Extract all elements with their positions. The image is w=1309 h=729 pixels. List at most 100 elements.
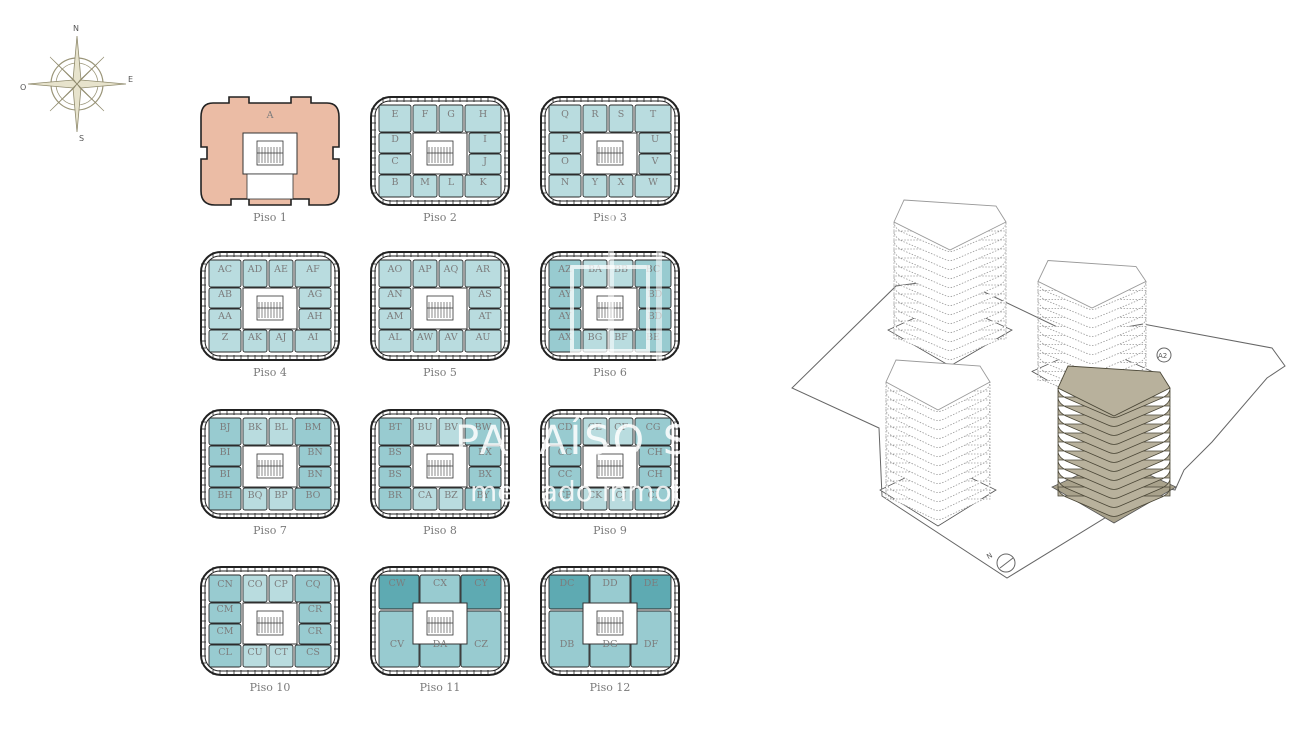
- unit-label[interactable]: A: [266, 110, 274, 121]
- unit-label[interactable]: V: [651, 156, 659, 167]
- tower-marker[interactable]: [1156, 347, 1172, 363]
- unit-cell[interactable]: [242, 329, 268, 353]
- unit-label[interactable]: DE: [643, 578, 659, 589]
- unit-cell[interactable]: [464, 487, 502, 511]
- unit-label[interactable]: U: [650, 134, 659, 145]
- unit-cell[interactable]: [548, 132, 582, 154]
- unit-label[interactable]: DG: [602, 639, 618, 650]
- unit-cell[interactable]: [208, 259, 242, 288]
- unit-label[interactable]: AO: [387, 264, 403, 275]
- unit-label[interactable]: AJ: [275, 332, 287, 343]
- unit-cell[interactable]: [242, 644, 268, 668]
- unit-label[interactable]: X: [617, 177, 625, 188]
- unit-label[interactable]: CN: [217, 579, 233, 590]
- unit-cell[interactable]: [634, 174, 672, 198]
- unit-cell[interactable]: [268, 644, 294, 668]
- unit-label[interactable]: BN: [307, 447, 323, 458]
- unit-label[interactable]: R: [591, 109, 599, 120]
- unit-label[interactable]: CV: [389, 639, 405, 650]
- unit-label[interactable]: I: [483, 134, 487, 145]
- unit-label[interactable]: AM: [386, 311, 404, 322]
- unit-cell[interactable]: [294, 329, 332, 353]
- unit-cell[interactable]: [378, 287, 412, 309]
- unit-cell[interactable]: [294, 644, 332, 668]
- unit-label[interactable]: B: [391, 177, 399, 188]
- unit-cell[interactable]: [268, 259, 294, 288]
- unit-label[interactable]: J: [483, 156, 487, 167]
- building-a2-highlighted[interactable]: [1051, 365, 1177, 524]
- unit-label[interactable]: CB: [557, 490, 573, 501]
- unit-cell[interactable]: [608, 174, 634, 198]
- unit-label[interactable]: AZ: [558, 264, 572, 275]
- unit-cell[interactable]: [464, 174, 502, 198]
- unit-label[interactable]: BQ: [247, 490, 263, 501]
- unit-cell[interactable]: [548, 174, 582, 198]
- unit-label[interactable]: Q: [561, 109, 569, 120]
- unit-label[interactable]: BZ: [444, 490, 458, 501]
- unit-label[interactable]: BY: [476, 490, 490, 501]
- unit-cell[interactable]: [464, 259, 502, 288]
- unit-cell[interactable]: [298, 308, 332, 330]
- unit-cell[interactable]: [548, 417, 582, 446]
- unit-cell[interactable]: [242, 487, 268, 511]
- unit-cell[interactable]: [378, 174, 412, 198]
- unit-cell[interactable]: [582, 174, 608, 198]
- unit-label[interactable]: H: [478, 109, 488, 120]
- unit-cell[interactable]: [242, 259, 268, 288]
- unit-cell[interactable]: [208, 287, 242, 309]
- unit-cell[interactable]: [638, 132, 672, 154]
- unit-label[interactable]: CK: [587, 490, 603, 501]
- unit-label[interactable]: CX: [432, 578, 448, 589]
- unit-label[interactable]: CC: [557, 447, 573, 458]
- unit-cell[interactable]: [438, 329, 464, 353]
- unit-label[interactable]: CH: [647, 447, 663, 458]
- unit-cell[interactable]: [378, 445, 412, 467]
- unit-label[interactable]: BS: [388, 469, 402, 480]
- unit-cell[interactable]: [438, 104, 464, 133]
- unit-cell[interactable]: [208, 623, 242, 645]
- unit-label[interactable]: BC: [645, 264, 661, 275]
- unit-label[interactable]: AQ: [443, 264, 459, 275]
- unit-cell[interactable]: [468, 287, 502, 309]
- unit-label[interactable]: CU: [247, 647, 263, 658]
- unit-label[interactable]: BJ: [219, 422, 231, 433]
- unit-label[interactable]: CS: [306, 647, 320, 658]
- unit-label[interactable]: AY: [558, 289, 572, 300]
- unit-label[interactable]: BU: [417, 422, 433, 433]
- unit-cell[interactable]: [378, 104, 412, 133]
- unit-label[interactable]: K: [479, 177, 487, 188]
- unit-label[interactable]: AF: [306, 264, 320, 275]
- unit-cell[interactable]: [208, 308, 242, 330]
- unit-label[interactable]: AB: [218, 289, 232, 300]
- unit-label[interactable]: BW: [474, 422, 492, 433]
- unit-cell[interactable]: [268, 329, 294, 353]
- unit-cell[interactable]: [242, 417, 268, 446]
- unit-label[interactable]: CM: [216, 626, 234, 637]
- unit-label[interactable]: BN: [307, 469, 323, 480]
- unit-label[interactable]: CG: [645, 422, 661, 433]
- unit-label[interactable]: AG: [307, 289, 323, 300]
- unit-label[interactable]: BL: [274, 422, 288, 433]
- unit-label[interactable]: AN: [387, 289, 403, 300]
- unit-cell[interactable]: [468, 308, 502, 330]
- unit-label[interactable]: F: [421, 109, 429, 120]
- unit-cell[interactable]: [412, 104, 438, 133]
- unit-cell[interactable]: [468, 445, 502, 467]
- unit-cell[interactable]: [268, 574, 294, 603]
- unit-label[interactable]: BD: [647, 289, 663, 300]
- unit-cell[interactable]: [412, 174, 438, 198]
- unit-label[interactable]: CW: [388, 578, 406, 589]
- unit-label[interactable]: T: [649, 109, 657, 120]
- unit-cell[interactable]: [378, 329, 412, 353]
- unit-label[interactable]: CD: [557, 422, 573, 433]
- unit-label[interactable]: CH: [647, 469, 663, 480]
- unit-cell[interactable]: [464, 104, 502, 133]
- unit-label[interactable]: BD: [647, 311, 663, 322]
- unit-cell[interactable]: [468, 132, 502, 154]
- unit-label[interactable]: CL: [218, 647, 232, 658]
- unit-label[interactable]: AR: [475, 264, 490, 275]
- unit-label[interactable]: CR: [307, 626, 323, 637]
